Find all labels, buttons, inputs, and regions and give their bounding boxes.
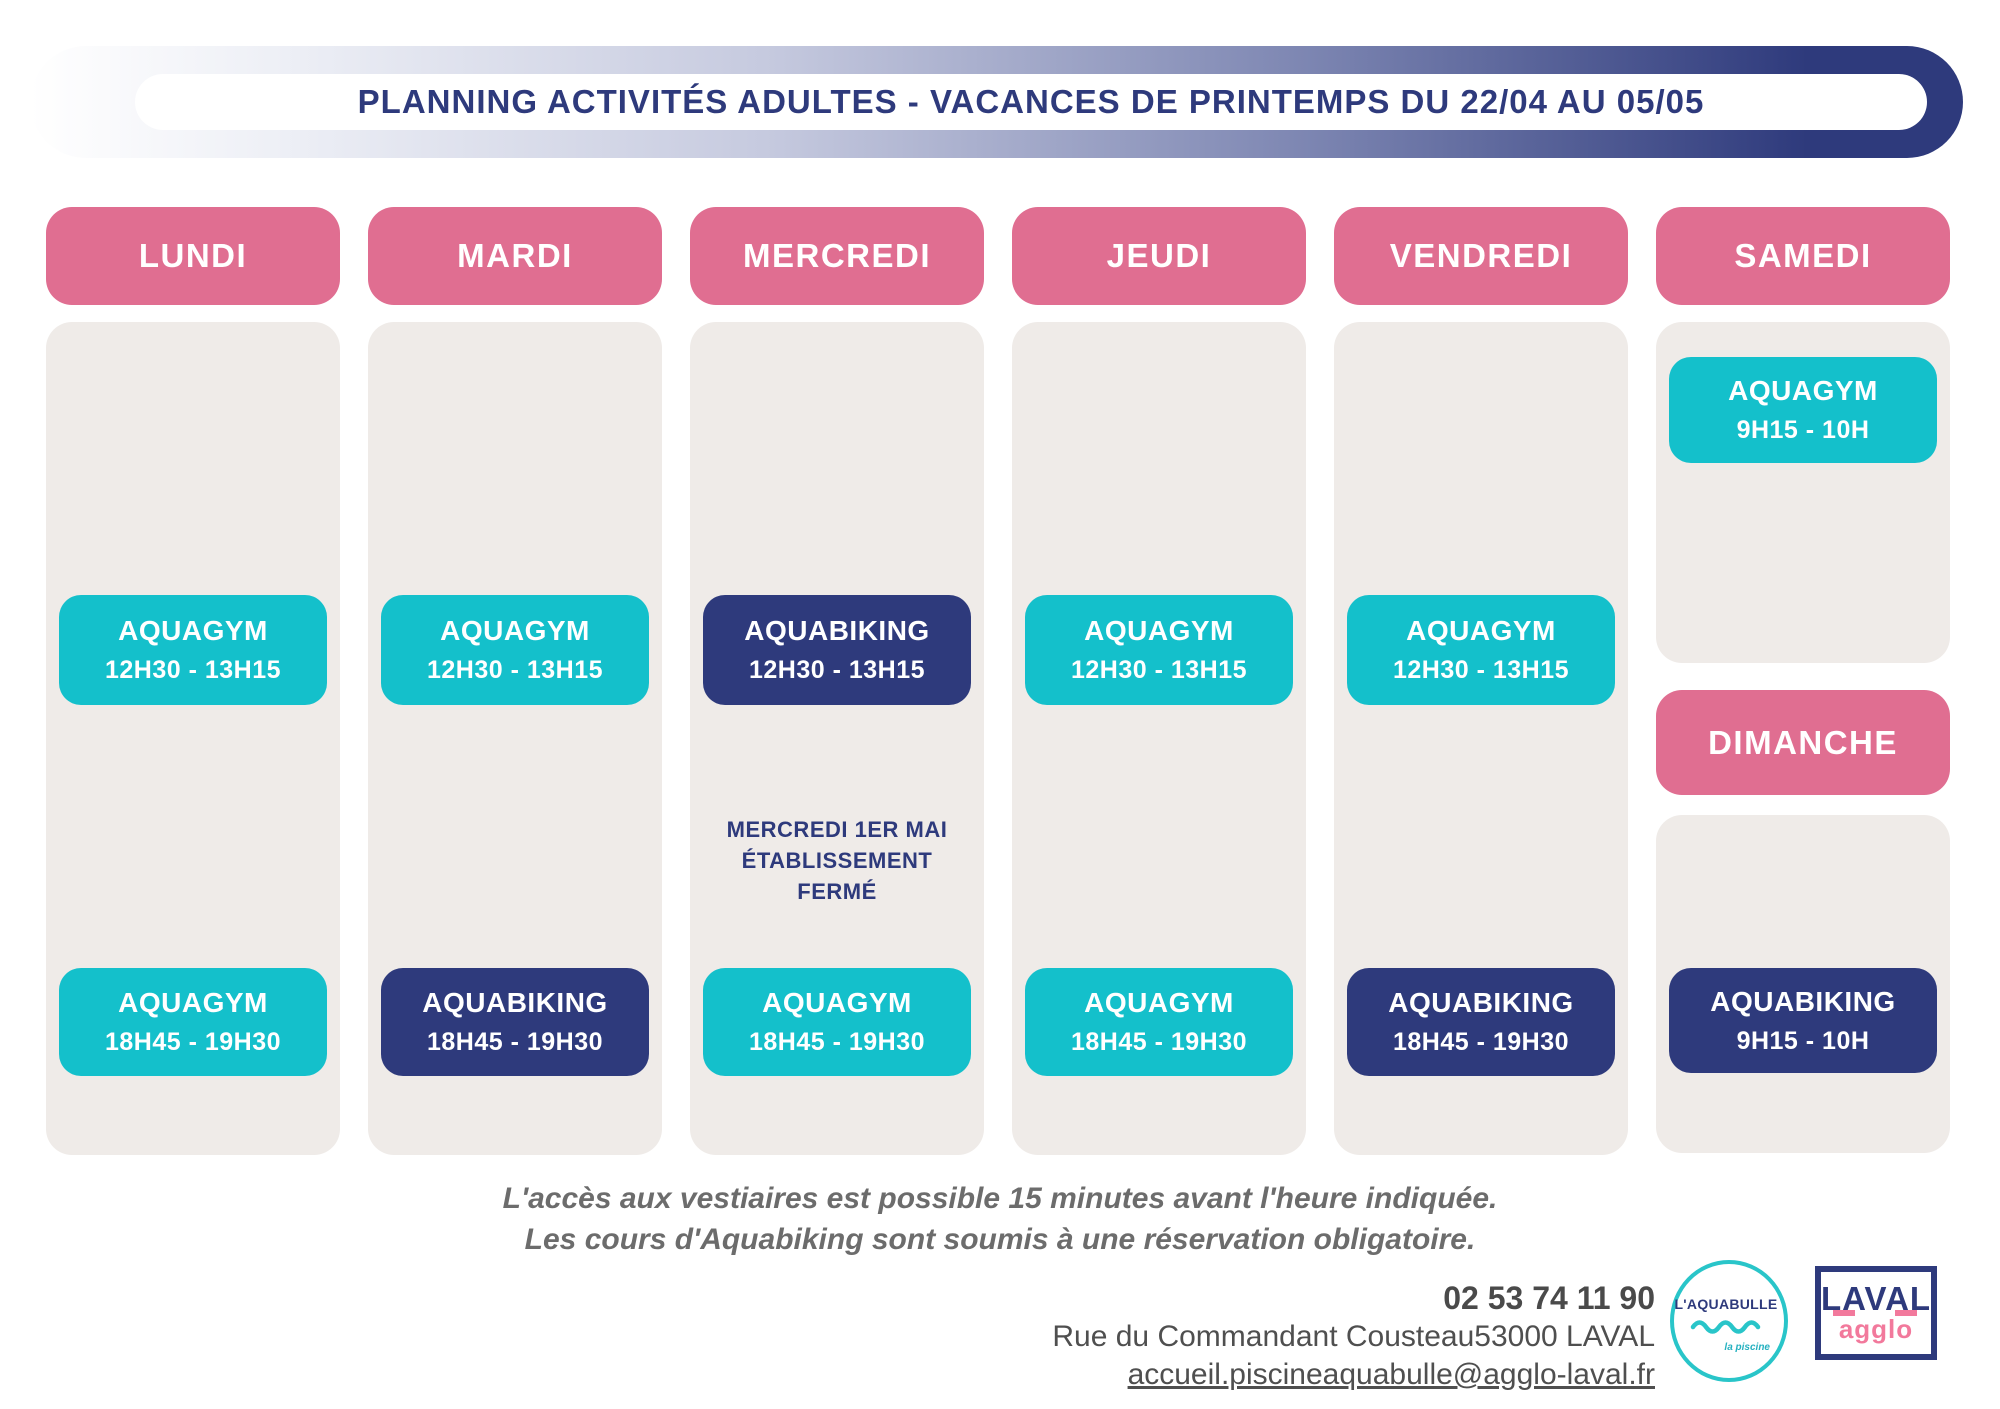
day-panel: AQUABIKING 9H15 - 10H <box>1656 815 1950 1153</box>
day-panel: AQUAGYM 9H15 - 10H <box>1656 322 1950 663</box>
day-header-samedi: SAMEDI <box>1656 207 1950 305</box>
laval-agglo-logo: LAVAL agglo <box>1815 1266 1937 1360</box>
day-header-dimanche: DIMANCHE <box>1656 690 1950 795</box>
day-header-vendredi: VENDREDI <box>1334 207 1628 305</box>
activity-time: 9H15 - 10H <box>1736 1026 1870 1055</box>
activity-block-aquagym: AQUAGYM 12H30 - 13H15 <box>1025 595 1293 705</box>
activity-time: 12H30 - 13H15 <box>748 656 926 684</box>
activity-block-aquabiking: AQUABIKING 9H15 - 10H <box>1669 968 1937 1073</box>
email-link[interactable]: accueil.piscineaquabulle@agglo-laval.fr <box>1127 1358 1655 1392</box>
activity-title: AQUAGYM <box>118 987 268 1018</box>
activity-time: 12H30 - 13H15 <box>1392 656 1570 684</box>
activity-block-aquagym: AQUAGYM 18H45 - 19H30 <box>59 968 327 1076</box>
activity-title: AQUAGYM <box>1084 615 1234 646</box>
activity-title: AQUAGYM <box>118 615 268 646</box>
activity-title: AQUAGYM <box>440 615 590 646</box>
activity-block-aquagym: AQUAGYM 12H30 - 13H15 <box>381 595 649 705</box>
activity-time: 18H45 - 19H30 <box>748 1028 926 1056</box>
activity-time: 18H45 - 19H30 <box>426 1028 604 1056</box>
laval-logo-accent-bar <box>1833 1310 1855 1316</box>
activity-time: 9H15 - 10H <box>1736 416 1870 444</box>
aquabulle-logo-tagline: la piscine <box>1724 1342 1770 1353</box>
footer-note-line1: L'accès aux vestiaires est possible 15 m… <box>502 1182 1498 1215</box>
activity-title: AQUABIKING <box>422 987 608 1018</box>
activity-title: AQUABIKING <box>1388 987 1574 1018</box>
activity-time: 12H30 - 13H15 <box>1070 656 1248 684</box>
title-banner-inner: PLANNING ACTIVITÉS ADULTES - VACANCES DE… <box>135 74 1927 130</box>
activity-block-aquagym: AQUAGYM 12H30 - 13H15 <box>1347 595 1615 705</box>
phone-number: 02 53 74 11 90 <box>1443 1280 1655 1316</box>
activity-block-aquabiking: AQUABIKING 18H45 - 19H30 <box>381 968 649 1076</box>
activity-time: 12H30 - 13H15 <box>104 656 282 684</box>
activity-time: 18H45 - 19H30 <box>1070 1028 1248 1056</box>
activity-title: AQUABIKING <box>744 615 930 646</box>
activity-block-aquabiking: AQUABIKING 12H30 - 13H15 <box>703 595 971 705</box>
title-banner: PLANNING ACTIVITÉS ADULTES - VACANCES DE… <box>30 46 1963 158</box>
activity-block-aquagym: AQUAGYM 12H30 - 13H15 <box>59 595 327 705</box>
day-header-lundi: LUNDI <box>46 207 340 305</box>
day-header-mardi: MARDI <box>368 207 662 305</box>
activity-title: AQUAGYM <box>1084 987 1234 1018</box>
laval-logo-accent-bar <box>1895 1310 1917 1316</box>
activity-block-aquagym: AQUAGYM 9H15 - 10H <box>1669 357 1937 463</box>
wave-icon <box>1690 1318 1770 1341</box>
activity-time: 18H45 - 19H30 <box>1392 1028 1570 1056</box>
footer-note-line2: Les cours d'Aquabiking sont soumis à une… <box>524 1223 1476 1257</box>
activity-block-aquagym: AQUAGYM 18H45 - 19H30 <box>1025 968 1293 1076</box>
activity-title: AQUAGYM <box>762 987 912 1018</box>
page-title: PLANNING ACTIVITÉS ADULTES - VACANCES DE… <box>357 83 1705 120</box>
schedule-column: SAMEDI AQUAGYM 9H15 - 10H DIMANCHE AQUABIKIN… <box>1656 207 1950 1155</box>
laval-logo-sub: agglo <box>1838 1314 1914 1344</box>
address: Rue du Commandant Cousteau53000 LAVAL <box>1052 1320 1655 1354</box>
day-header-mercredi: MERCREDI <box>690 207 984 305</box>
activity-block-aquabiking: AQUABIKING 18H45 - 19H30 <box>1347 968 1615 1076</box>
activity-block-aquagym: AQUAGYM 18H45 - 19H30 <box>703 968 971 1076</box>
activity-title: AQUAGYM <box>1406 615 1556 646</box>
footer-notes: L'accès aux vestiaires est possible 15 m… <box>0 1178 2000 1260</box>
activity-time: 12H30 - 13H15 <box>426 656 604 684</box>
contact-block: 02 53 74 11 90 Rue du Commandant Coustea… <box>1052 1278 1655 1394</box>
aquabulle-logo-name: L'AQUABULLE <box>1674 1296 1778 1312</box>
aquabulle-logo: L'AQUABULLE la piscine <box>1670 1260 1788 1382</box>
activity-title: AQUAGYM <box>1728 375 1878 406</box>
day-header-jeudi: JEUDI <box>1012 207 1306 305</box>
activity-title: AQUABIKING <box>1710 985 1896 1017</box>
activity-time: 18H45 - 19H30 <box>104 1028 282 1056</box>
